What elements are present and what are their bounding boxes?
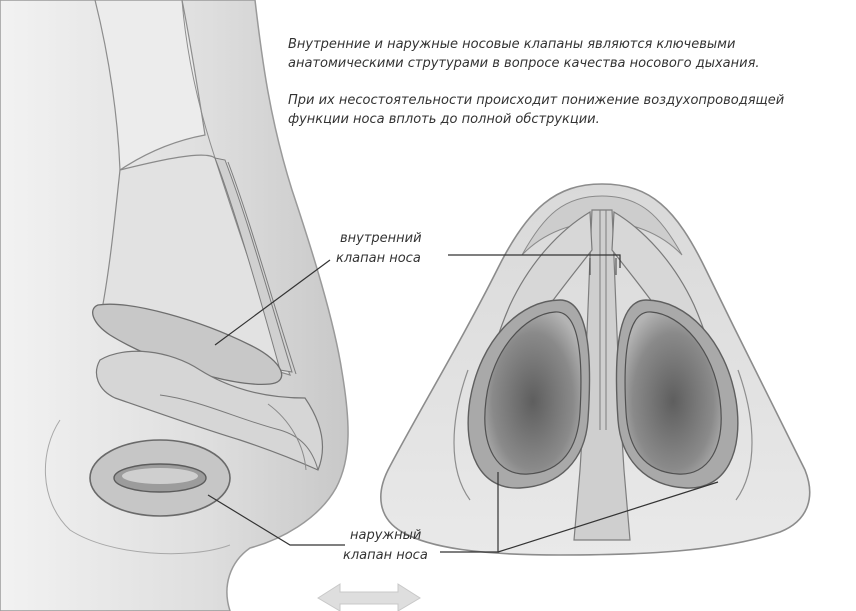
description-line-3: При их несостоятельности происходит пони… xyxy=(288,91,784,110)
external-valve-label-line-1: наружный xyxy=(350,527,421,545)
description-line-2: анатомическими струтурами в вопросе каче… xyxy=(288,54,760,73)
description-line-4: функции носа вплоть до полной обструкции… xyxy=(288,110,600,129)
internal-valve-label-line-1: внутренний xyxy=(340,230,422,248)
double-arrow-icon xyxy=(318,584,420,611)
external-valve-label-line-2: клапан носа xyxy=(343,547,428,565)
description-line-1: Внутренние и наружные носовые клапаны яв… xyxy=(288,35,735,54)
internal-valve-label-line-2: клапан носа xyxy=(336,250,421,268)
basal-view-nose xyxy=(381,184,810,555)
